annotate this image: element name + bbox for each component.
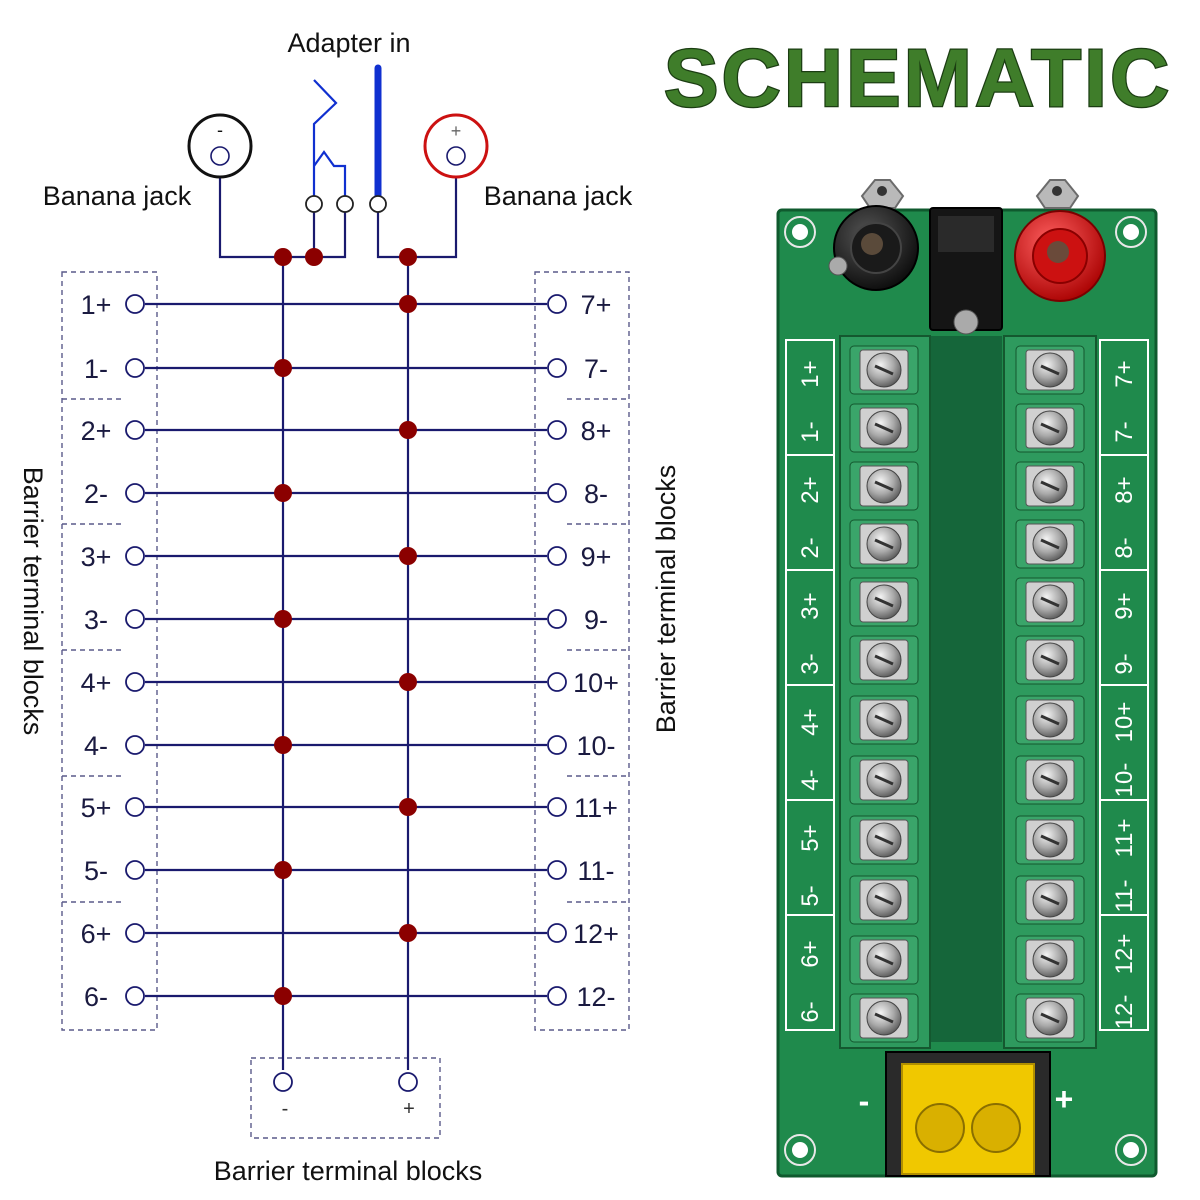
terminal-label: 3- bbox=[84, 605, 108, 635]
right-terminal-column bbox=[1003, 335, 1097, 1049]
dc-adapter-jack bbox=[929, 207, 1003, 335]
pcb-board-illustration: 1+ 1- 2+ 2- 3+ 3- 4+ 4- 5+ 5- 6+ 6- 7+ 7… bbox=[776, 179, 1158, 1178]
pcb-label: 12+ bbox=[1111, 934, 1138, 975]
pcb-label: 9- bbox=[1111, 653, 1138, 674]
pcb-label: 12- bbox=[1111, 995, 1138, 1030]
pcb-right-labels: 7+ 7- 8+ 8- 9+ 9- 10+ 10- 11+ 11- 12+ 12… bbox=[1111, 360, 1138, 1029]
main-input-terminal bbox=[885, 1051, 1051, 1177]
side-caption-left: Barrier terminal blocks bbox=[18, 467, 48, 736]
black-banana-jack bbox=[828, 179, 919, 291]
pcb-negative-sign: - bbox=[859, 1083, 870, 1119]
center-divider bbox=[930, 336, 1002, 1042]
terminal-label: 7- bbox=[584, 354, 608, 384]
red-banana-jack bbox=[1014, 179, 1106, 302]
left-terminal-labels: 1+ 1- 2+ 2- 3+ 3- 4+ 4- 5+ 5- 6+ 6- bbox=[81, 290, 112, 1012]
pcb-label: 5+ bbox=[797, 824, 824, 851]
right-terminal-block-boxes bbox=[534, 271, 630, 1031]
pcb-label: 4- bbox=[797, 769, 824, 790]
terminal-label: 3+ bbox=[81, 542, 112, 572]
pcb-label: 6+ bbox=[797, 940, 824, 967]
terminal-label: 6- bbox=[84, 982, 108, 1012]
pcb-label: 3- bbox=[797, 653, 824, 674]
pcb-label: 2+ bbox=[797, 476, 824, 503]
side-caption-right: Barrier terminal blocks bbox=[651, 465, 681, 734]
pcb-label: 11+ bbox=[1111, 819, 1138, 858]
terminal-label: 2+ bbox=[81, 416, 112, 446]
terminal-label: 8+ bbox=[581, 416, 612, 446]
mounting-holes bbox=[784, 216, 1147, 1166]
terminal-label: 2- bbox=[84, 479, 108, 509]
terminal-label: 7+ bbox=[581, 290, 612, 320]
terminal-label: 1- bbox=[84, 354, 108, 384]
adapter-in-label: Adapter in bbox=[287, 28, 410, 58]
pcb-label: 5- bbox=[797, 885, 824, 906]
terminal-label: 12- bbox=[576, 982, 615, 1012]
right-terminal-labels: 7+ 7- 8+ 8- 9+ 9- 10+ 10- 11+ 11- 12+ 12… bbox=[573, 290, 619, 1012]
pcb-label: 8- bbox=[1111, 537, 1138, 558]
terminal-label: 5- bbox=[84, 856, 108, 886]
bottom-negative-sign: - bbox=[282, 1098, 289, 1120]
pcb-label: 9+ bbox=[1111, 592, 1138, 619]
pcb-label: 1- bbox=[797, 421, 824, 442]
wires bbox=[145, 168, 547, 1070]
right-screws bbox=[1015, 345, 1085, 1043]
pcb-positive-sign: + bbox=[1055, 1081, 1074, 1117]
terminal-label: 10+ bbox=[573, 668, 619, 698]
pcb-label: 3+ bbox=[797, 592, 824, 619]
terminal-circles bbox=[125, 294, 567, 1092]
right-silkscreen-boxes bbox=[1099, 339, 1149, 1031]
pcb-label: 4+ bbox=[797, 708, 824, 735]
pcb-left-labels: 1+ 1- 2+ 2- 3+ 3- 4+ 4- 5+ 5- 6+ 6- bbox=[797, 360, 824, 1022]
banana-jack-negative: - bbox=[187, 113, 253, 179]
left-terminal-column bbox=[839, 335, 931, 1049]
terminal-label: 12+ bbox=[573, 919, 619, 949]
pcb-label: 11- bbox=[1111, 880, 1138, 913]
banana-jack-positive: + bbox=[423, 113, 489, 179]
pcb-label: 1+ bbox=[797, 360, 824, 387]
terminal-label: 11- bbox=[577, 856, 614, 886]
pcb-label: 7+ bbox=[1111, 360, 1138, 387]
terminal-label: 10- bbox=[576, 731, 615, 761]
pcb-label: 10+ bbox=[1111, 702, 1138, 743]
page-title: SCHEMATIC bbox=[664, 33, 1172, 124]
terminal-label: 9+ bbox=[581, 542, 612, 572]
pcb-label: 7- bbox=[1111, 421, 1138, 442]
terminal-label: 11+ bbox=[574, 793, 618, 823]
terminal-label: 8- bbox=[584, 479, 608, 509]
banana-negative-sign: - bbox=[217, 120, 223, 140]
adapter-jack-symbol bbox=[305, 64, 387, 213]
bottom-terminal-block-box bbox=[250, 1057, 441, 1139]
pcb-label: 8+ bbox=[1111, 476, 1138, 503]
banana-positive-sign: + bbox=[451, 121, 462, 141]
terminal-label: 9- bbox=[584, 605, 608, 635]
terminal-label: 4- bbox=[84, 731, 108, 761]
left-silkscreen-boxes bbox=[785, 339, 835, 1031]
pcb-label: 10- bbox=[1111, 763, 1138, 798]
bottom-caption: Barrier terminal blocks bbox=[214, 1156, 483, 1186]
pcb-label: 6- bbox=[797, 1001, 824, 1022]
terminal-label: 5+ bbox=[81, 793, 112, 823]
banana-jack-right-label: Banana jack bbox=[484, 181, 633, 211]
junction-nodes bbox=[274, 248, 417, 1005]
bottom-positive-sign: + bbox=[403, 1098, 415, 1120]
left-terminal-block-boxes bbox=[61, 271, 158, 1031]
terminal-label: 6+ bbox=[81, 919, 112, 949]
left-screws bbox=[849, 345, 919, 1043]
terminal-label: 4+ bbox=[81, 668, 112, 698]
pcb-label: 2- bbox=[797, 537, 824, 558]
banana-jack-left-label: Banana jack bbox=[43, 181, 192, 211]
terminal-label: 1+ bbox=[81, 290, 112, 320]
schematic-diagram: Adapter in - + Banana jack Banana jack bbox=[18, 28, 681, 1186]
